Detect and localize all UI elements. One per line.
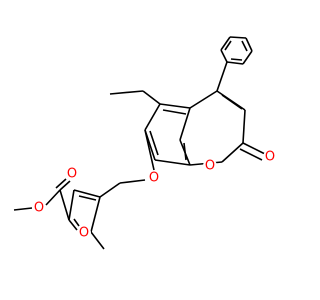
ether-oxygen-label: O xyxy=(149,171,159,186)
bond xyxy=(221,94,243,110)
bond xyxy=(144,129,155,171)
bond xyxy=(159,103,191,109)
bond xyxy=(189,90,218,109)
bond xyxy=(221,142,244,163)
bond xyxy=(183,142,187,161)
bond xyxy=(68,219,78,231)
bond xyxy=(162,109,187,115)
bond xyxy=(229,36,247,39)
bond xyxy=(154,159,191,166)
ester-carbonyl-oxygen-label: O xyxy=(67,167,77,182)
bond xyxy=(68,189,75,221)
bond xyxy=(142,90,161,105)
bond xyxy=(242,50,253,65)
furan-oxygen-atom: O xyxy=(77,226,91,241)
carbonyl-oxygen-label: O xyxy=(265,150,275,165)
bond xyxy=(220,36,231,51)
carbonyl-oxygen-atom: O xyxy=(263,150,277,165)
bond xyxy=(109,90,144,95)
bond xyxy=(78,195,97,201)
bond xyxy=(144,103,161,131)
bond xyxy=(119,179,146,184)
bond xyxy=(59,180,71,191)
bond xyxy=(242,142,266,155)
bond xyxy=(242,109,246,144)
bond xyxy=(241,40,248,52)
atom-labels-layer: O O O O O O xyxy=(32,150,277,241)
bond xyxy=(226,61,244,65)
chemical-structure-diagram: O O O O O O xyxy=(13,36,277,250)
bond xyxy=(99,182,121,198)
bond xyxy=(73,189,101,198)
furan-oxygen-label: O xyxy=(79,226,89,241)
ester-carbonyl-oxygen-atom: O xyxy=(65,167,79,182)
bond xyxy=(90,231,105,250)
ether-oxygen-atom: O xyxy=(147,171,161,186)
bond xyxy=(179,107,191,141)
bond xyxy=(45,189,61,206)
bond xyxy=(73,218,80,227)
bond xyxy=(230,58,243,61)
bonds-layer xyxy=(13,36,266,250)
bond xyxy=(220,49,228,63)
bond xyxy=(216,61,228,92)
bond xyxy=(59,189,70,221)
bond xyxy=(239,148,263,161)
bond xyxy=(224,40,232,51)
bond xyxy=(55,178,67,189)
bond xyxy=(13,207,33,211)
ring-oxygen-label: O xyxy=(205,159,215,174)
bond xyxy=(90,196,101,233)
ester-methoxy-oxygen-label: O xyxy=(34,201,44,216)
ester-methoxy-oxygen-atom: O xyxy=(32,201,46,216)
ring-oxygen-atom: O xyxy=(203,159,217,174)
bond xyxy=(149,130,159,156)
bond xyxy=(245,37,253,52)
